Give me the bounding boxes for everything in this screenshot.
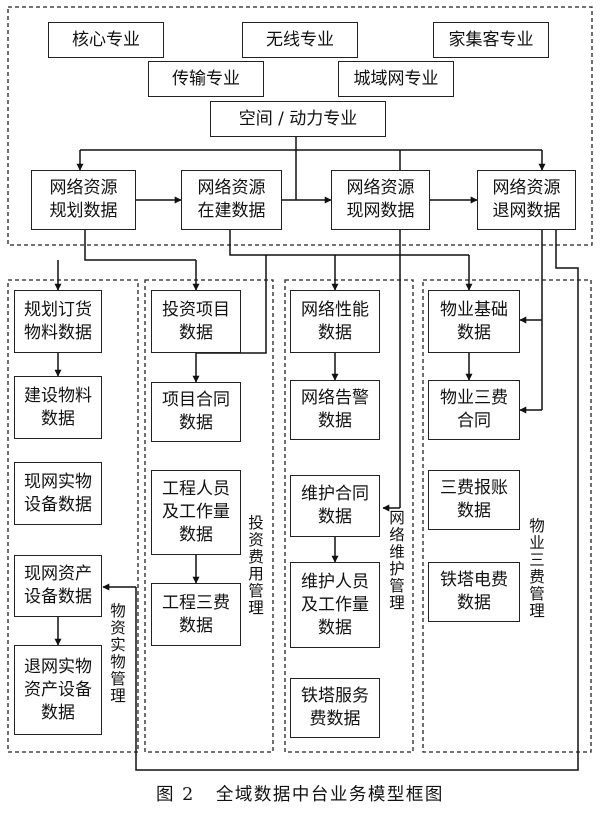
maintenance-item-network-alarm: 网络告警 数据 (290, 380, 380, 440)
material-item-existing-equipment: 现网实物 设备数据 (14, 462, 102, 525)
material-item-planning-order: 规划订货 物料数据 (14, 290, 102, 353)
investment-item-engineering-staff: 工程人员 及工作量 数据 (151, 470, 241, 555)
material-item-retired-assets: 退网实物 资产设备 数据 (14, 645, 102, 735)
maintenance-group-label: 网络维护管理 (389, 509, 405, 612)
material-group-frame (7, 279, 139, 753)
maintenance-item-maintenance-staff: 维护人员 及工作量 数据 (290, 562, 380, 648)
investment-group-label: 投资费用管理 (248, 514, 264, 617)
investment-item-engineering-fees: 工程三费 数据 (151, 583, 241, 646)
top-data-frame (7, 6, 593, 246)
maintenance-item-maintenance-contract: 维护合同 数据 (290, 475, 380, 537)
property-group-label: 物业三费管理 (529, 517, 545, 620)
investment-group-frame (144, 279, 274, 753)
bus-construction-to-groups (229, 230, 469, 256)
investment-item-project: 投资项目 数据 (151, 290, 241, 353)
transmission-specialty-box: 传输专业 (148, 61, 264, 97)
space-power-specialty-box: 空间 / 动力专业 (210, 101, 386, 137)
material-item-existing-assets: 现网资产 设备数据 (14, 555, 102, 617)
metro-network-specialty-box: 城域网专业 (338, 61, 454, 97)
property-item-tower-electricity: 铁塔电费 数据 (428, 562, 520, 622)
property-item-three-fee-contract: 物业三费 合同 (428, 380, 520, 440)
bus-planning-to-groups (84, 230, 196, 261)
core-specialty-box: 核心专业 (48, 22, 164, 58)
construction-data-box: 网络资源 在建数据 (181, 170, 282, 230)
existing-data-box: 网络资源 现网数据 (331, 170, 430, 230)
material-group-label: 物资实物管理 (110, 602, 126, 705)
loop-line-to-assets (135, 230, 579, 771)
wireless-specialty-box: 无线专业 (242, 22, 358, 58)
figure-caption: 图 2 全域数据中台业务模型框图 (156, 785, 444, 805)
planning-data-box: 网络资源 规划数据 (31, 170, 136, 230)
maintenance-group-frame (284, 279, 414, 753)
line-construction-to-contract (196, 255, 267, 354)
investment-item-project-contract: 项目合同 数据 (151, 382, 241, 442)
material-item-construction-material: 建设物料 数据 (14, 376, 102, 439)
property-item-basic: 物业基础 数据 (428, 290, 520, 353)
property-group-frame (422, 279, 592, 753)
retired-data-box: 网络资源 退网数据 (477, 170, 576, 230)
maintenance-item-tower-service-fee: 铁塔服务 费数据 (290, 678, 380, 738)
property-item-three-fee-reimbursement: 三费报账 数据 (428, 470, 520, 530)
maintenance-item-network-performance: 网络性能 数据 (290, 290, 380, 353)
family-group-customer-specialty-box: 家集客专业 (433, 22, 549, 58)
